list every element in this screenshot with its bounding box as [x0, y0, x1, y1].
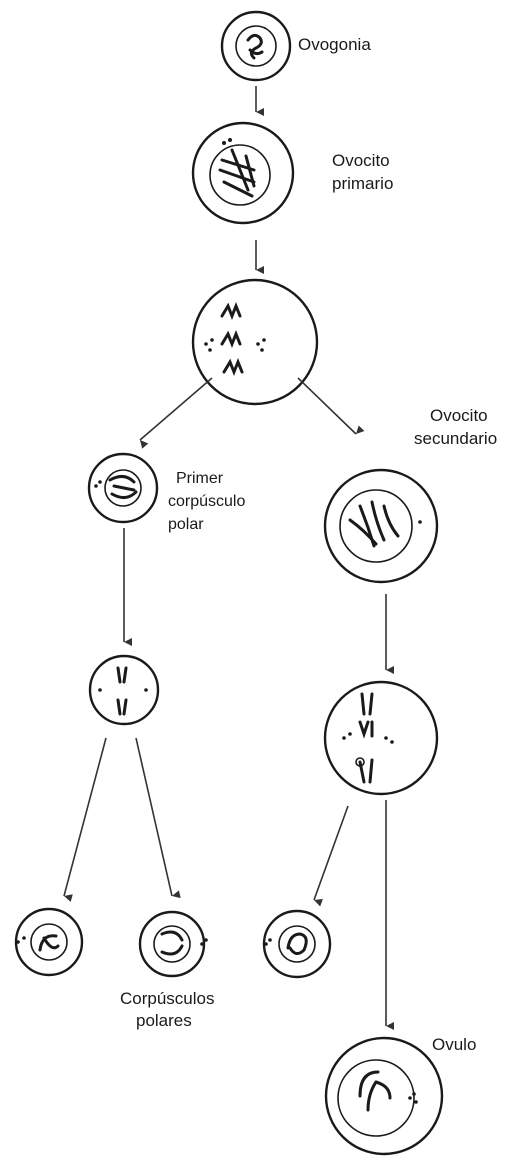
- label-ovocito-secundario-line1: Ovocito: [430, 406, 488, 425]
- cell-ovocito-primario: [191, 121, 295, 225]
- label-primer-corpusculo-line3: polar: [168, 516, 204, 533]
- arrow-meiosis-to-primer-corpusculo: [139, 377, 213, 449]
- cell-primer-corpusculo-division: [88, 654, 160, 726]
- label-corpusculos-polares-line2: polares: [136, 1011, 192, 1030]
- arrow-to-corpusculo-polar-middle: [135, 737, 181, 899]
- cell-ovulo: [324, 1036, 444, 1156]
- cell-meiosis-ii: [323, 680, 439, 796]
- label-ovocito-primario-line2: primario: [332, 174, 394, 193]
- label-ovocito-secundario-line2: secundario: [414, 429, 498, 448]
- label-corpusculos-polares-line1: Corpúsculos: [120, 989, 215, 1008]
- arrow-to-segundo-corpusculo: [313, 805, 349, 907]
- cell-corpusculo-polar-2: [138, 910, 208, 978]
- label-ovulo: Ovulo: [432, 1035, 477, 1054]
- label-primer-corpusculo-line2: corpúsculo: [168, 493, 246, 510]
- arrow-meiosis-to-ovocito-secundario: [297, 377, 365, 435]
- cell-meiosis-i: [191, 278, 319, 406]
- label-ovocito-primario-line1: Ovocito: [332, 151, 390, 170]
- label-ovogonia: Ovogonia: [298, 35, 371, 54]
- cell-ovogonia: [220, 10, 292, 82]
- cell-corpusculo-polar-3: [262, 909, 332, 979]
- cell-ovocito-secundario: [323, 468, 439, 584]
- cell-primer-corpusculo-polar: [87, 452, 159, 524]
- label-primer-corpusculo-line1: Primer: [176, 470, 224, 487]
- cell-corpusculo-polar-1: [14, 907, 84, 977]
- arrow-to-corpusculo-polar-left: [63, 737, 107, 902]
